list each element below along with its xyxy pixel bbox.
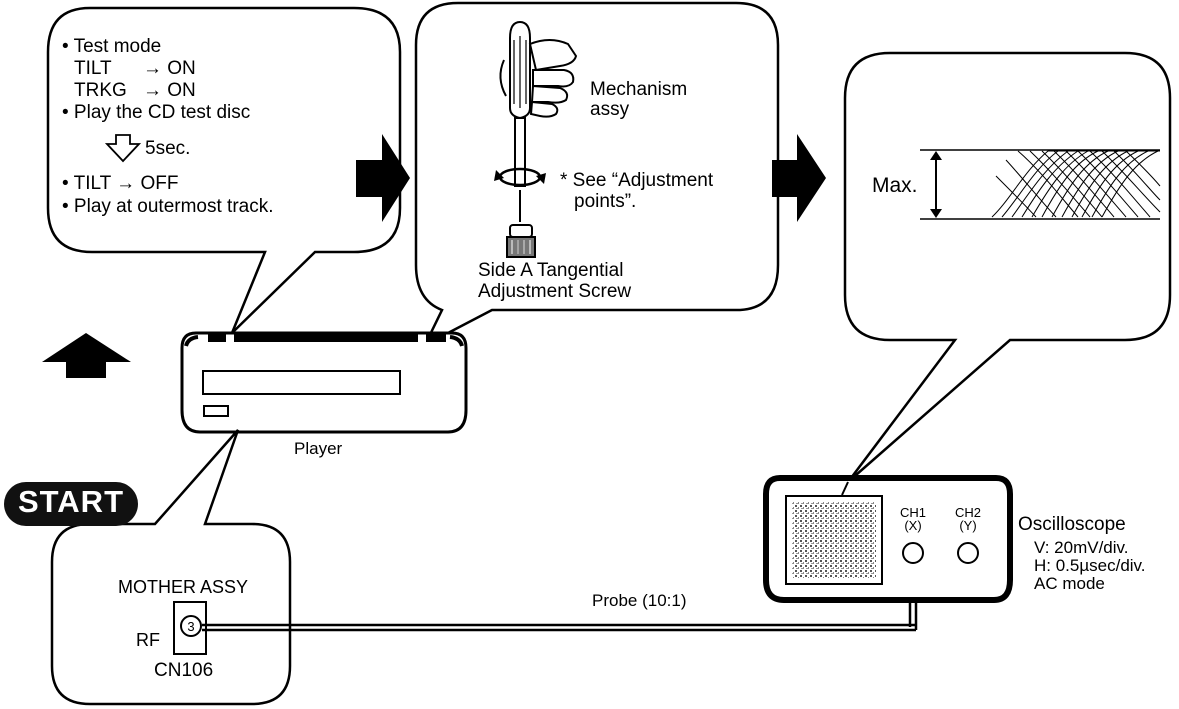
rf-label: RF	[136, 630, 160, 650]
tilt-value: → ON	[143, 58, 196, 79]
screw-label-2: Adjustment Screw	[478, 281, 632, 302]
trkg-value: → ON	[143, 80, 196, 101]
oscilloscope-title: Oscilloscope	[1018, 514, 1126, 535]
play-outer-step: • Play at outermost track.	[62, 196, 274, 217]
mother-assy-bubble	[50, 429, 292, 706]
mother-assy-title: MOTHER ASSY	[118, 577, 249, 597]
play-cd-step: • Play the CD test disc	[62, 102, 251, 123]
test-mode-heading: • Test mode	[62, 36, 162, 57]
up-arrow-icon	[42, 333, 131, 378]
adjustment-bubble	[414, 1, 780, 348]
ch1-label: CH1	[899, 505, 926, 520]
ch2-axis-label: (Y)	[959, 518, 977, 533]
player-device	[180, 331, 468, 434]
max-label: Max.	[872, 174, 918, 197]
start-badge	[4, 482, 138, 526]
adjustment-note: * See “Adjustment	[560, 170, 714, 191]
rotate-icon	[494, 167, 546, 187]
ch2-jack	[957, 542, 979, 564]
trkg-label: TRKG	[74, 80, 127, 101]
down-arrow-icon	[104, 134, 142, 163]
tilt-off-step: • TILT → OFF	[62, 173, 179, 194]
pin-3-marker	[180, 615, 202, 637]
hand-icon	[499, 39, 578, 118]
ch1-jack	[902, 542, 924, 564]
rf-eye-pattern	[991, 150, 1161, 218]
right-arrow-icon	[356, 134, 410, 222]
adjustment-screw-icon	[506, 224, 536, 258]
mechanism-label: Mechanism	[590, 79, 688, 100]
screw-label: Side A Tangential	[478, 260, 624, 281]
oscilloscope-device	[763, 475, 1013, 603]
tilt-label: TILT	[74, 58, 112, 79]
right-arrow-icon	[772, 134, 826, 222]
oscilloscope-screen	[792, 502, 876, 578]
player-label: Player	[294, 439, 343, 458]
start-label: START	[17, 484, 125, 519]
mechanism-label-2: assy	[590, 99, 630, 120]
horizontal-setting: H: 0.5µsec/div.	[1034, 556, 1146, 575]
waveform-callout-line	[841, 481, 849, 496]
vertical-setting: V: 20mV/div.	[1034, 538, 1129, 557]
ch1-axis-label: (X)	[904, 518, 922, 533]
waveform-bubble	[843, 51, 1172, 483]
adjustment-note-2: points”.	[574, 191, 637, 212]
probe-label: Probe (10:1)	[592, 591, 687, 610]
ch2-label: CH2	[954, 505, 981, 520]
instruction-bubble	[46, 6, 402, 334]
connector-label: CN106	[154, 660, 214, 681]
amplitude-arrow-icon	[930, 151, 942, 218]
wait-time: 5sec.	[145, 138, 191, 159]
ac-mode-label: AC mode	[1034, 574, 1105, 593]
pin-number: 3	[187, 619, 195, 634]
